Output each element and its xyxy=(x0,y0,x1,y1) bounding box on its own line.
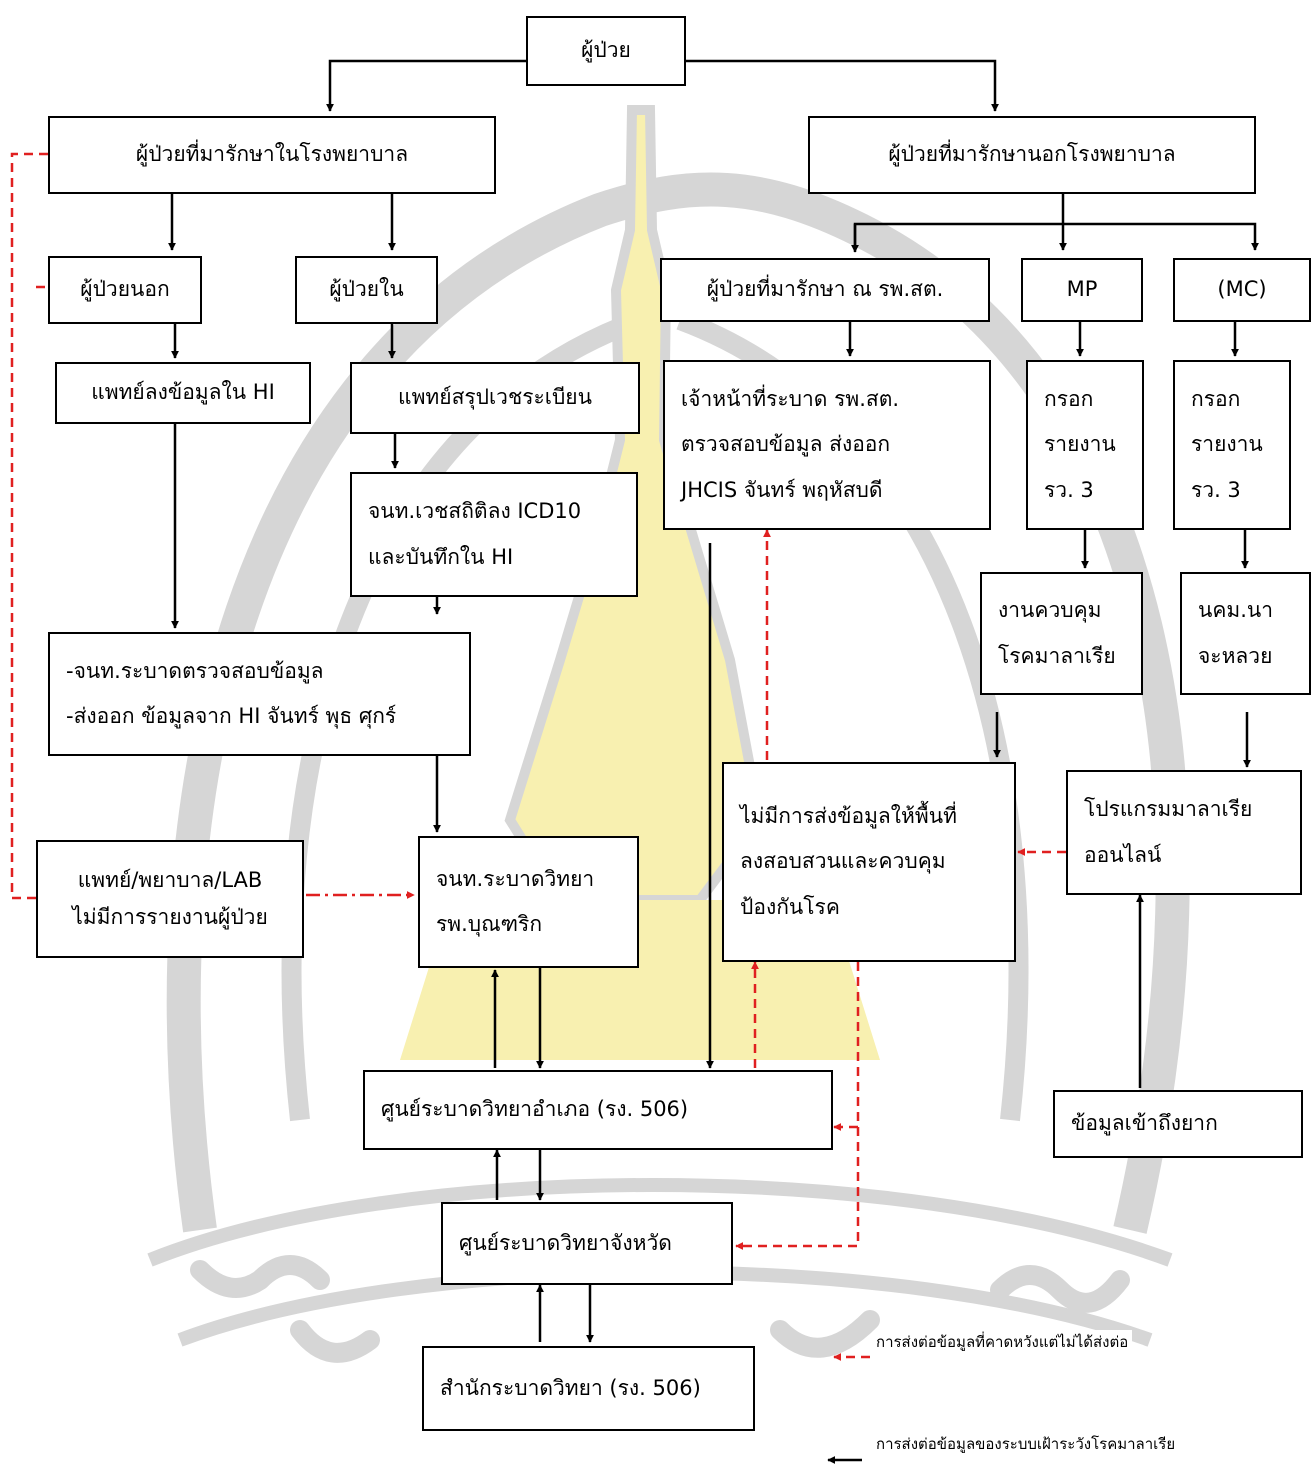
village-worker-box: นคม.นา จะหลวย xyxy=(1180,572,1311,695)
stats-icd-line-1: จนท.เวชสถิติลง ICD10 xyxy=(368,499,582,524)
epi-check-box: -จนท.ระบาดตรวจสอบข้อมูล -ส่งออก ข้อมูลจา… xyxy=(48,632,471,756)
out-hospital-label: ผู้ป่วยที่มารักษานอกโรงพยาบาล xyxy=(888,142,1176,167)
no-field-data-box: ไม่มีการส่งข้อมูลให้พื้นที่ ลงสอบสวนและค… xyxy=(722,762,1016,962)
patient-box: ผู้ป่วย xyxy=(526,16,686,86)
malaria-control-line-1: งานควบคุม xyxy=(998,598,1102,623)
no-report-line-1: แพทย์/พยาบาล/LAB xyxy=(77,867,263,892)
epi-check-line-1: -จนท.ระบาดตรวจสอบข้อมูล xyxy=(66,658,324,683)
rpst-staff-line-1: เจ้าหน้าที่ระบาด รพ.สต. xyxy=(681,387,900,412)
no-field-data-line-2: ลงสอบสวนและควบคุม xyxy=(740,849,946,874)
out-hospital-box: ผู้ป่วยที่มารักษานอกโรงพยาบาล xyxy=(808,116,1256,194)
village-worker-line-2: จะหลวย xyxy=(1198,643,1273,668)
legend-solid-label: การส่งต่อข้อมูลของระบบเฝ้าระวังโรคมาลาเร… xyxy=(876,1432,1180,1456)
legend-dashed-label: การส่งต่อข้อมูลที่คาดหวังแต่ไม่ได้ส่งต่อ xyxy=(876,1330,1133,1354)
doctor-summary-label: แพทย์สรุปเวชระเบียน xyxy=(398,385,592,410)
mp-report-box: กรอก รายงาน รว. 3 xyxy=(1026,360,1144,530)
district-center-label: ศูนย์ระบาดวิทยาอำเภอ (รง. 506) xyxy=(381,1097,689,1122)
mp-report-line-1: กรอก xyxy=(1044,387,1094,412)
in-hospital-box: ผู้ป่วยที่มารักษาในโรงพยาบาล xyxy=(48,116,496,194)
epi-staff-line-1: จนท.ระบาดวิทยา xyxy=(436,866,595,891)
in-hospital-label: ผู้ป่วยที่มารักษาในโรงพยาบาล xyxy=(135,142,409,167)
malaria-control-line-2: โรคมาลาเรีย xyxy=(998,643,1116,668)
online-program-box: โปรแกรมมาลาเรีย ออนไลน์ xyxy=(1066,770,1302,895)
bureau-label: สำนักระบาดวิทยา (รง. 506) xyxy=(440,1375,701,1400)
epi-check-line-2: -ส่งออก ข้อมูลจาก HI จันทร์ พุธ ศุกร์ xyxy=(66,704,397,728)
doctor-summary-box: แพทย์สรุปเวชระเบียน xyxy=(350,362,640,434)
no-report-box: แพทย์/พยาบาล/LAB ไม่มีการรายงานผู้ป่วย xyxy=(36,840,304,958)
doctor-hi-box: แพทย์ลงข้อมูลใน HI xyxy=(55,362,311,424)
rpst-patient-box: ผู้ป่วยที่มารักษา ณ รพ.สต. xyxy=(660,258,990,322)
mc-report-line-3: รว. 3 xyxy=(1191,477,1241,502)
province-center-box: ศูนย์ระบาดวิทยาจังหวัด xyxy=(441,1202,733,1285)
no-field-data-line-3: ป้องกันโรค xyxy=(740,894,840,919)
mp-report-line-3: รว. 3 xyxy=(1044,477,1094,502)
province-center-label: ศูนย์ระบาดวิทยาจังหวัด xyxy=(459,1230,672,1255)
no-report-line-2: ไม่มีการรายงานผู้ป่วย xyxy=(72,905,268,929)
online-program-line-2: ออนไลน์ xyxy=(1084,842,1162,867)
rpst-staff-box: เจ้าหน้าที่ระบาด รพ.สต. ตรวจสอบข้อมูล ส่… xyxy=(663,360,991,530)
opd-label: ผู้ป่วยนอก xyxy=(80,277,170,302)
mc-box: (MC) xyxy=(1173,258,1311,322)
mp-label: MP xyxy=(1066,277,1098,302)
mc-report-line-2: รายงาน xyxy=(1191,432,1263,457)
rpst-staff-line-2: ตรวจสอบข้อมูล ส่งออก xyxy=(681,432,891,457)
mp-box: MP xyxy=(1021,258,1143,322)
village-worker-line-1: นคม.นา xyxy=(1198,598,1274,623)
mc-report-line-1: กรอก xyxy=(1191,387,1241,412)
district-center-box: ศูนย์ระบาดวิทยาอำเภอ (รง. 506) xyxy=(363,1070,833,1150)
no-field-data-line-1: ไม่มีการส่งข้อมูลให้พื้นที่ xyxy=(740,804,957,829)
online-program-line-1: โปรแกรมมาลาเรีย xyxy=(1084,797,1253,822)
mc-label: (MC) xyxy=(1217,277,1267,302)
hard-access-label: ข้อมูลเข้าถึงยาก xyxy=(1071,1111,1218,1136)
stats-icd-line-2: และบันทึกใน HI xyxy=(368,544,514,569)
rpst-staff-line-3: JHCIS จันทร์ พฤหัสบดี xyxy=(681,477,883,502)
malaria-control-box: งานควบคุม โรคมาลาเรีย xyxy=(980,572,1143,695)
ipd-label: ผู้ป่วยใน xyxy=(329,277,404,302)
ipd-box: ผู้ป่วยใน xyxy=(295,256,438,324)
opd-box: ผู้ป่วยนอก xyxy=(48,256,202,324)
epi-staff-line-2: รพ.บุณฑริก xyxy=(436,912,543,936)
epi-staff-box: จนท.ระบาดวิทยา รพ.บุณฑริก xyxy=(418,836,639,968)
hard-access-box: ข้อมูลเข้าถึงยาก xyxy=(1053,1090,1303,1158)
mc-report-box: กรอก รายงาน รว. 3 xyxy=(1173,360,1291,530)
stats-icd-box: จนท.เวชสถิติลง ICD10 และบันทึกใน HI xyxy=(350,472,638,597)
doctor-hi-label: แพทย์ลงข้อมูลใน HI xyxy=(91,380,275,405)
patient-label: ผู้ป่วย xyxy=(581,38,631,63)
rpst-patient-label: ผู้ป่วยที่มารักษา ณ รพ.สต. xyxy=(706,277,944,302)
bureau-box: สำนักระบาดวิทยา (รง. 506) xyxy=(422,1346,755,1431)
mp-report-line-2: รายงาน xyxy=(1044,432,1116,457)
